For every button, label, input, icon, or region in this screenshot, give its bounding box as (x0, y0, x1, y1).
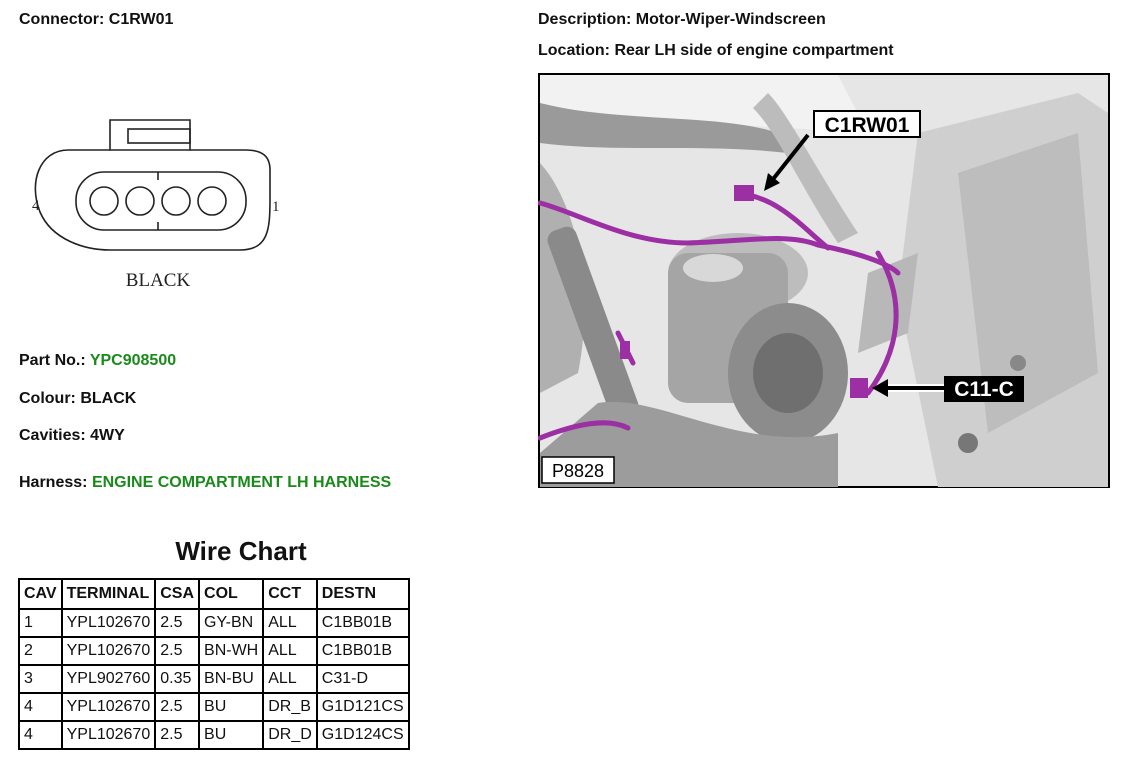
cell-cct: DR_D (262, 720, 318, 750)
col-cav: CAV (18, 578, 63, 610)
cell-csa: 2.5 (154, 692, 201, 722)
connector-latch-slot (127, 128, 191, 144)
connector-label: Connector: (19, 11, 105, 28)
col-destn: DESTN (315, 578, 410, 610)
cavity-4 (89, 186, 119, 216)
callout-c11c-label: C11-C (954, 378, 1014, 401)
table-row: 1 YPL102670 2.5 GY-BN ALL C1BB01B (18, 608, 410, 638)
harness-value: ENGINE COMPARTMENT LH HARNESS (91, 474, 392, 491)
cell-cct: ALL (262, 664, 318, 694)
col-terminal: TERMINAL (60, 578, 157, 610)
cell-col: BN-WH (198, 636, 265, 666)
table-row: 2 YPL102670 2.5 BN-WH ALL C1BB01B (18, 636, 410, 666)
cell-destn: C31-D (315, 664, 410, 694)
table-row: 3 YPL902760 0.35 BN-BU ALL C31-D (18, 664, 410, 694)
cell-destn: G1D121CS (315, 692, 410, 722)
cell-terminal: YPL102670 (60, 692, 157, 722)
location-line: Location: Rear LH side of engine compart… (538, 42, 894, 60)
cavity-1 (197, 186, 227, 216)
cell-csa: 2.5 (154, 720, 201, 750)
description-label: Description: (538, 11, 632, 28)
cavities-line: Cavities: 4WY (19, 427, 125, 445)
pin-label-right: 1 (272, 199, 280, 215)
cell-col: GY-BN (198, 608, 265, 638)
connector-latch (109, 119, 191, 151)
cell-cav: 4 (18, 692, 63, 722)
figure-id-box: P8828 (541, 456, 615, 484)
callout-c1rw01: C1RW01 (764, 110, 921, 191)
table-row: 4 YPL102670 2.5 BU DR_B G1D121CS (18, 692, 410, 722)
location-label: Location: (538, 42, 610, 59)
cell-cct: ALL (262, 608, 318, 638)
wire-chart-table: CAV TERMINAL CSA COL CCT DESTN 1 YPL1026… (18, 578, 410, 750)
connector-value: C1RW01 (108, 11, 174, 28)
description-value: Motor-Wiper-Windscreen (635, 11, 826, 28)
description-line: Description: Motor-Wiper-Windscreen (538, 11, 826, 29)
cell-terminal: YPL902760 (60, 664, 157, 694)
cell-cav: 1 (18, 608, 63, 638)
harness-line: Harness: ENGINE COMPARTMENT LH HARNESS (19, 474, 391, 492)
part-no-label: Part No.: (19, 352, 86, 369)
cell-terminal: YPL102670 (60, 636, 157, 666)
cell-cct: DR_B (262, 692, 318, 722)
cavities-value: 4WY (90, 427, 125, 444)
part-no-line: Part No.: YPC908500 (19, 352, 176, 370)
col-col: COL (198, 578, 265, 610)
location-photo: C1RW01 C11-C P8828 (538, 73, 1110, 488)
cell-cav: 4 (18, 720, 63, 750)
diagram-colour-text: BLACK (126, 270, 191, 291)
callout-c1rw01-label: C1RW01 (825, 114, 910, 137)
connector-line: Connector: C1RW01 (19, 11, 173, 29)
connector-outline (34, 149, 271, 251)
cell-csa: 2.5 (154, 636, 201, 666)
harness-label: Harness: (19, 474, 88, 491)
cell-col: BN-BU (198, 664, 265, 694)
table-row: 4 YPL102670 2.5 BU DR_D G1D124CS (18, 720, 410, 750)
cavity-2 (161, 186, 191, 216)
cell-destn: C1BB01B (315, 608, 410, 638)
pin-label-left: 4 (32, 198, 40, 214)
connector-face-diagram: 4 1 BLACK (32, 119, 280, 291)
cell-terminal: YPL102670 (60, 608, 157, 638)
cell-destn: G1D124CS (315, 720, 410, 750)
harness-connectors (620, 185, 868, 398)
cell-col: BU (198, 720, 265, 750)
col-csa: CSA (154, 578, 201, 610)
cell-destn: C1BB01B (315, 636, 410, 666)
callout-c11c: C11-C (872, 376, 1024, 402)
cell-terminal: YPL102670 (60, 720, 157, 750)
cavities-label: Cavities: (19, 427, 86, 444)
colour-line: Colour: BLACK (19, 390, 136, 408)
figure-id: P8828 (552, 461, 604, 481)
wire-chart-title: Wire Chart (175, 536, 307, 566)
cell-cav: 3 (18, 664, 63, 694)
part-no-value: YPC908500 (89, 352, 177, 369)
connector-inner-housing (75, 171, 247, 231)
cell-col: BU (198, 692, 265, 722)
cell-csa: 2.5 (154, 608, 201, 638)
wire-chart-header-row: CAV TERMINAL CSA COL CCT DESTN (18, 578, 410, 610)
location-value: Rear LH side of engine compartment (614, 42, 894, 59)
cell-cct: ALL (262, 636, 318, 666)
colour-value: BLACK (80, 390, 137, 407)
colour-label: Colour: (19, 390, 76, 407)
col-cct: CCT (262, 578, 318, 610)
cavity-3 (125, 186, 155, 216)
cell-cav: 2 (18, 636, 63, 666)
cell-csa: 0.35 (154, 664, 201, 694)
